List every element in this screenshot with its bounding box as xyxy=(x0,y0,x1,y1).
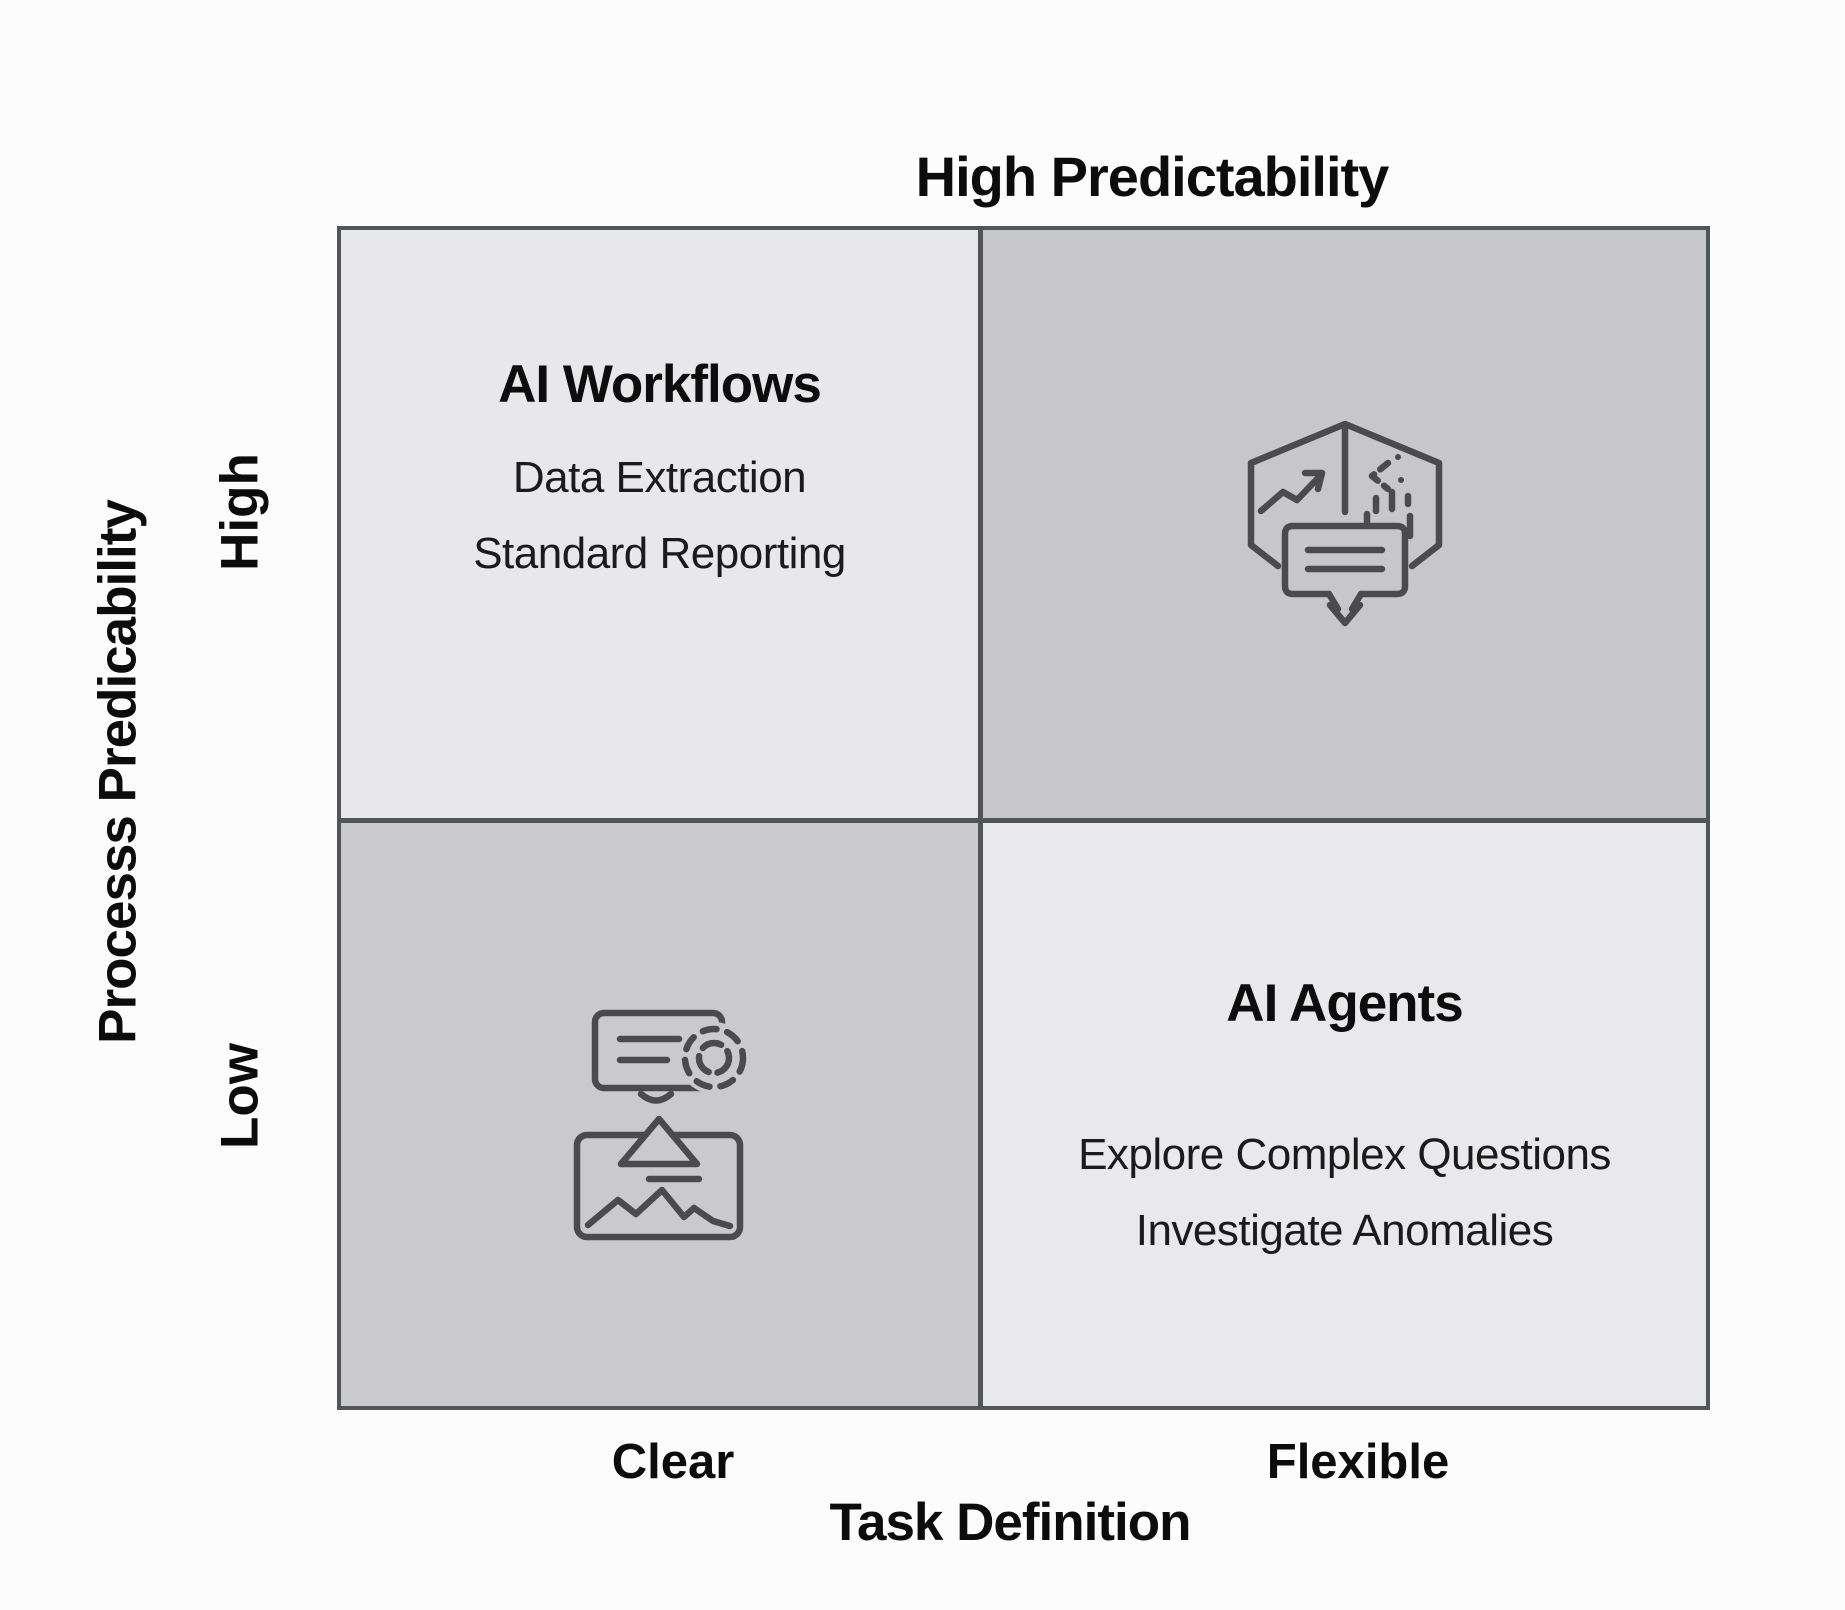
x-axis-title: Task Definition xyxy=(829,1493,1192,1552)
quadrant-ai-workflows: AI Workflows Data Extraction Standard Re… xyxy=(341,230,978,818)
ai-workflows-title: AI Workflows xyxy=(498,355,822,414)
ai-workflows-example-2: Standard Reporting xyxy=(473,529,846,579)
report-image-processing-icon xyxy=(573,1009,747,1241)
y-axis-low-label: Low xyxy=(210,1043,270,1149)
ai-workflows-example-1: Data Extraction xyxy=(512,453,807,503)
x-axis-clear-label: Clear xyxy=(611,1435,735,1489)
quadrant-high-predictability-flexible xyxy=(983,230,1706,818)
ai-agents-example-1: Explore Complex Questions xyxy=(1078,1130,1611,1180)
ai-agents-examples: Explore Complex Questions Investigate An… xyxy=(1078,1117,1611,1269)
x-axis-flexible-label: Flexible xyxy=(1266,1435,1450,1489)
quadrant-ai-agents: AI Agents Explore Complex Questions Inve… xyxy=(983,823,1706,1406)
ai-workflows-examples: Data Extraction Standard Reporting xyxy=(473,440,846,592)
y-axis-title: Processs Predicability xyxy=(88,500,148,1044)
ai-agents-title: AI Agents xyxy=(1226,974,1463,1033)
y-axis-high-label: High xyxy=(210,453,270,571)
ai-agents-example-2: Investigate Anomalies xyxy=(1135,1206,1554,1256)
analytics-insight-hexagon-icon xyxy=(1247,420,1442,627)
quadrant-low-predictability-clear xyxy=(341,823,978,1406)
top-axis-label: High Predictability xyxy=(915,145,1390,208)
quadrant-grid: AI Workflows Data Extraction Standard Re… xyxy=(337,226,1710,1410)
